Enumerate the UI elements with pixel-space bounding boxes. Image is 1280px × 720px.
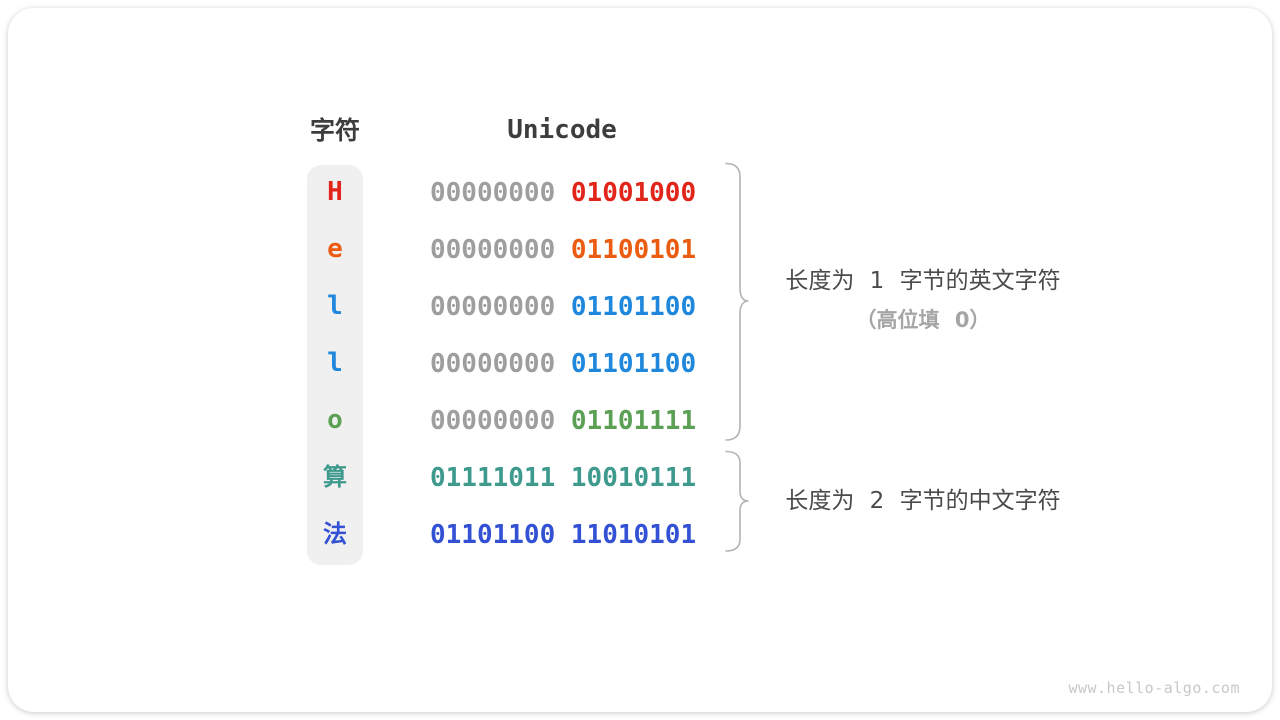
character-label: e — [327, 234, 343, 264]
unicode-bits: 00000000 01101100 — [430, 349, 696, 379]
unicode-low-byte: 01001000 — [570, 177, 697, 208]
unicode-bits: 01111011 10010111 — [430, 463, 696, 493]
character-label: H — [327, 177, 343, 207]
table-row: l 00000000 01101100 — [307, 278, 696, 335]
unicode-high-byte: 00000000 — [430, 348, 556, 379]
unicode-low-byte: 01101100 — [570, 348, 697, 379]
unicode-bits: 00000000 01101111 — [430, 406, 696, 436]
unicode-high-byte: 01111011 — [430, 462, 556, 493]
unicode-high-byte: 00000000 — [430, 291, 556, 322]
table-row: e 00000000 01100101 — [307, 221, 696, 278]
brace-english-group — [725, 162, 749, 441]
table-row: 算 01111011 10010111 — [307, 449, 696, 506]
table-row: H 00000000 01001000 — [307, 164, 696, 221]
annotation-chinese-line1: 长度为 2 字节的中文字符 — [785, 488, 1061, 514]
annotation-english-line1: 长度为 1 字节的英文字符 — [785, 268, 1061, 294]
table-row: 法 01101100 11010101 — [307, 506, 696, 563]
unicode-high-byte: 00000000 — [430, 177, 556, 208]
brace-chinese-group — [725, 450, 749, 552]
watermark-url: www.hello-algo.com — [1068, 679, 1240, 697]
unicode-low-byte: 10010111 — [570, 462, 697, 493]
character-column-background — [307, 165, 363, 565]
unicode-high-byte: 01101100 — [430, 519, 556, 550]
column-header-character: 字符 — [309, 116, 360, 145]
unicode-high-byte: 00000000 — [430, 405, 556, 436]
unicode-high-byte: 00000000 — [430, 234, 556, 265]
unicode-low-byte: 01100101 — [570, 234, 697, 265]
annotation-chinese-chars: 长度为 2 字节的中文字符 — [763, 486, 1083, 516]
unicode-bits: 01101100 11010101 — [430, 520, 696, 550]
unicode-bits: 00000000 01101100 — [430, 292, 696, 322]
diagram-card — [8, 8, 1272, 712]
table-row: o 00000000 01101111 — [307, 392, 696, 449]
unicode-bits: 00000000 01001000 — [430, 178, 696, 208]
table-row: l 00000000 01101100 — [307, 335, 696, 392]
unicode-low-byte: 01101111 — [570, 405, 697, 436]
unicode-low-byte: 11010101 — [570, 519, 697, 550]
unicode-bits: 00000000 01100101 — [430, 235, 696, 265]
column-header-unicode: Unicode — [507, 115, 617, 145]
character-label: l — [327, 348, 343, 378]
annotation-english-chars: 长度为 1 字节的英文字符 （高位填 0） — [763, 266, 1083, 335]
annotation-english-line2: （高位填 0） — [855, 308, 991, 332]
character-label: l — [327, 291, 343, 321]
unicode-low-byte: 01101100 — [570, 291, 697, 322]
character-label: 法 — [323, 520, 347, 548]
character-label: 算 — [323, 463, 347, 491]
character-label: o — [327, 405, 343, 435]
